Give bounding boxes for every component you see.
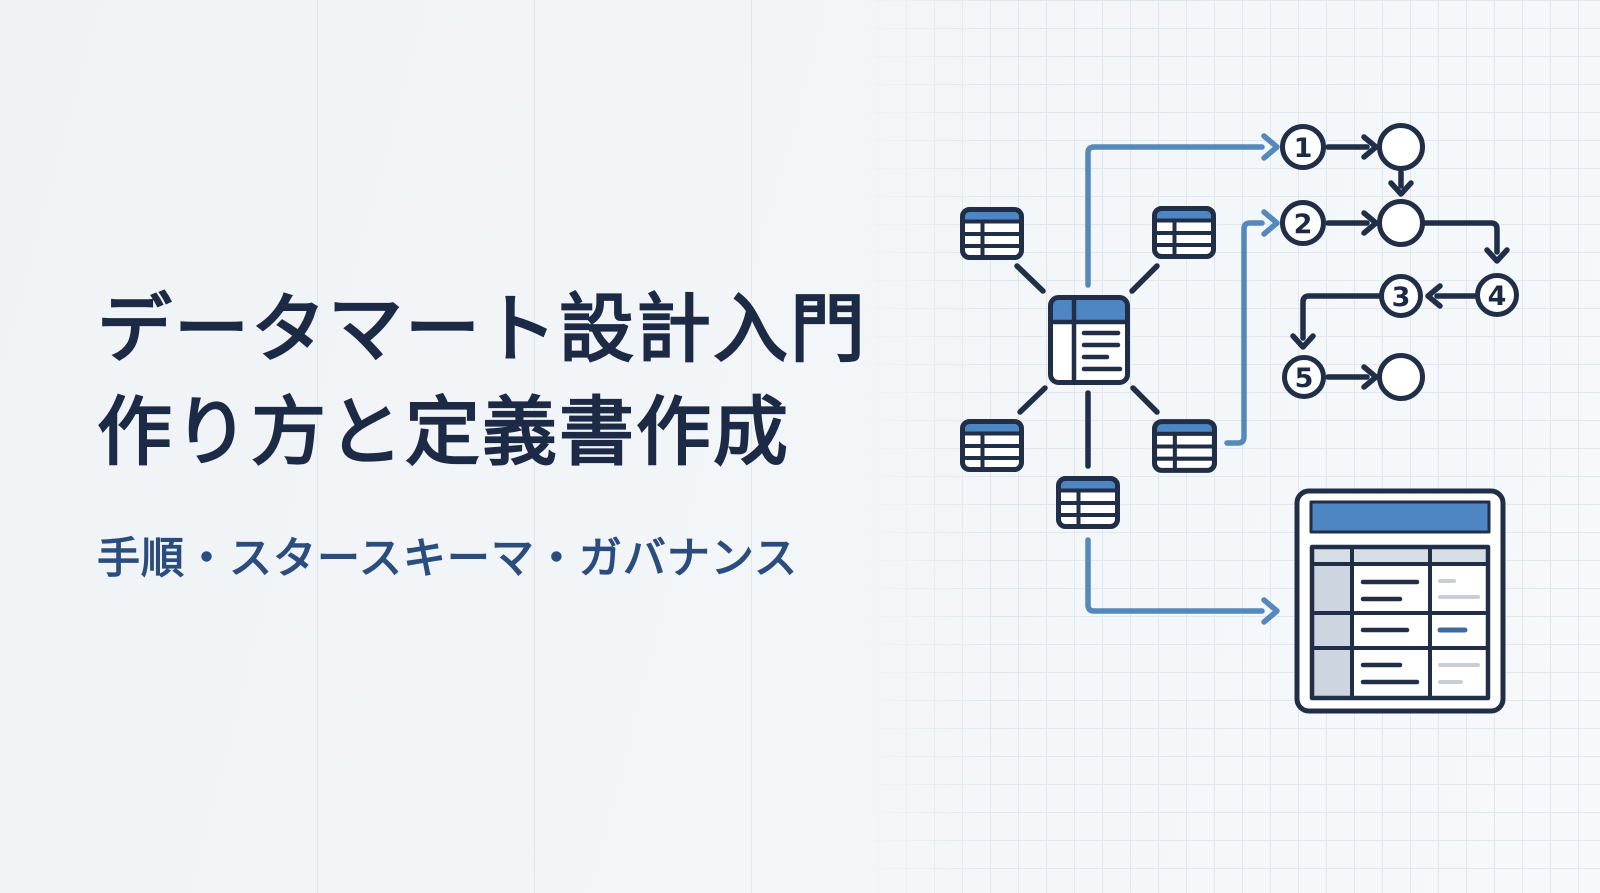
background-seam: [534, 0, 535, 893]
background-seam: [317, 0, 318, 893]
dimension-table-icon: [1155, 422, 1215, 471]
blue-connectors: [1085, 133, 1280, 625]
connector-to-step-1: [1085, 133, 1280, 288]
svg-text:5: 5: [1295, 363, 1314, 394]
title-line-1: データマート設計入門: [97, 285, 868, 373]
page-subtitle: 手順・スタースキーマ・ガバナンス: [97, 534, 798, 584]
arrowhead-icon: [1261, 209, 1280, 237]
dimension-table-icon: [1155, 209, 1214, 257]
step-circle-2: 2: [1280, 200, 1326, 246]
definition-document-icon: [1294, 488, 1506, 714]
arrowhead-icon: [1261, 597, 1280, 625]
process-flow: 1 2 3 4 5: [1280, 123, 1519, 401]
doc-title-bar: [1309, 500, 1491, 534]
title-line-2: 作り方と定義書作成: [97, 388, 791, 476]
doc-placeholder-lines: [1438, 579, 1480, 684]
flow-arrows: [1290, 134, 1510, 390]
relationship-lines: [1014, 263, 1160, 469]
hero-text-block: データマート設計入門 作り方と定義書作成 手順・スタースキーマ・ガバナンス: [97, 278, 867, 586]
fact-table-icon: [1048, 295, 1130, 385]
step-circle-4: 4: [1475, 273, 1519, 317]
arrowhead-icon: [1261, 133, 1280, 161]
node-circle: [1377, 199, 1425, 247]
connector-to-step-2: [1224, 209, 1280, 446]
dimension-table-icon: [963, 210, 1022, 258]
doc-table: [1309, 544, 1491, 701]
node-circle: [1377, 353, 1425, 401]
dimension-table-icon: [963, 422, 1022, 470]
step-circle-3: 3: [1379, 274, 1423, 318]
svg-text:4: 4: [1488, 281, 1507, 312]
page-title: データマート設計入門 作り方と定義書作成: [97, 278, 867, 484]
doc-text-lines: [1360, 579, 1420, 685]
star-schema: [963, 209, 1215, 527]
svg-text:3: 3: [1392, 282, 1411, 313]
step-circle-5: 5: [1282, 355, 1326, 399]
dimension-table-icon: [1059, 479, 1118, 527]
background-seam: [751, 0, 752, 893]
node-circle: [1377, 123, 1425, 171]
svg-text:1: 1: [1294, 133, 1313, 164]
connector-to-definition-doc: [1085, 537, 1280, 625]
svg-text:2: 2: [1294, 209, 1313, 240]
step-circle-1: 1: [1280, 124, 1326, 170]
